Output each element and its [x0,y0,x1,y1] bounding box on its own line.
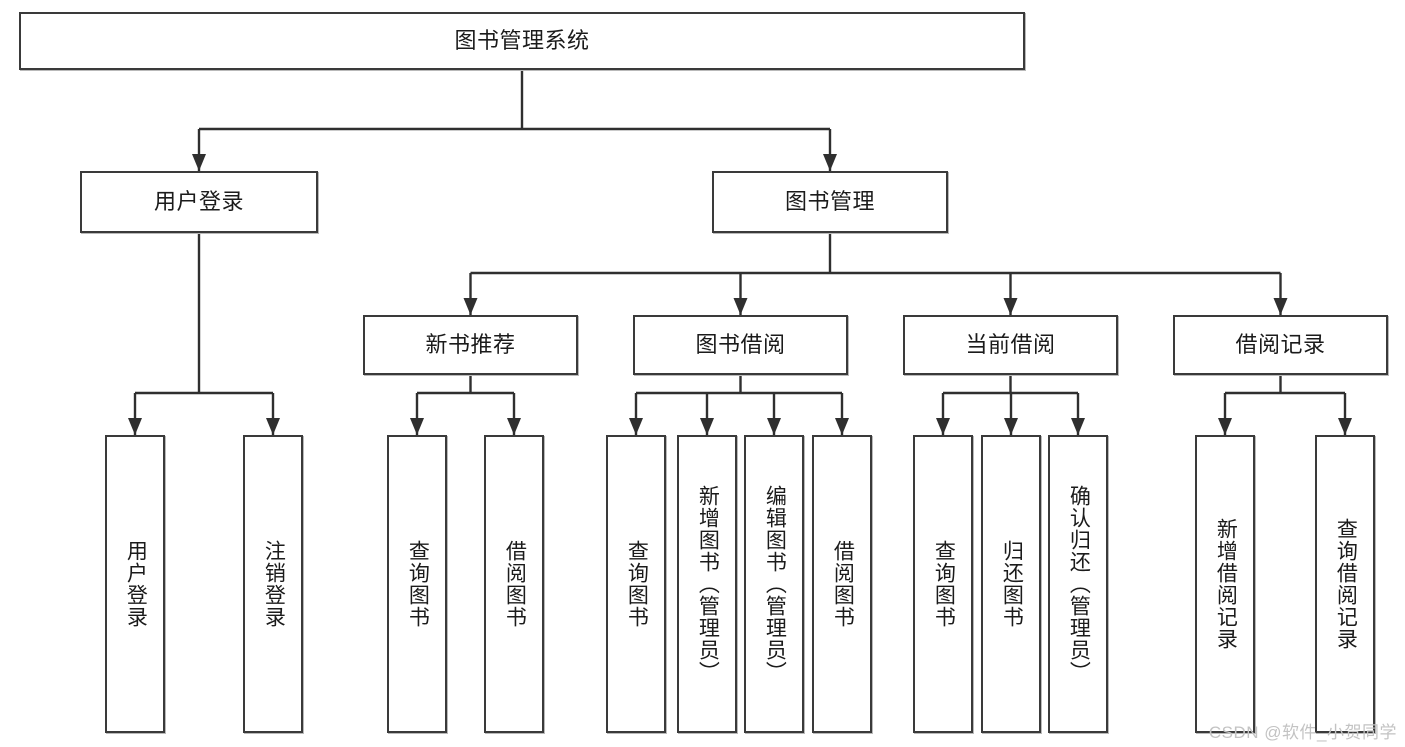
connector-arrowhead [1338,418,1352,435]
connector-arrowhead [1218,418,1232,435]
node-label: 当前借阅 [965,331,1056,357]
node-label: 编辑图书（管理员） [763,485,787,683]
connector-arrowhead [700,418,714,435]
node-label: 确认归还（管理员） [1067,485,1091,683]
connector-arrowhead [128,418,142,435]
node-label: 归还图书 [1000,540,1024,628]
watermark-label: CSDN @软件_小贺同学 [1208,723,1397,742]
node-leaf-user-login[interactable]: 用户登录 [105,435,165,733]
node-label: 查询图书 [625,540,649,628]
node-root-root[interactable]: 图书管理系统 [19,12,1025,70]
node-label: 借阅记录 [1235,331,1326,357]
connector-arrowhead [936,418,950,435]
node-leaf-br-add-record[interactable]: 新增借阅记录 [1195,435,1255,733]
node-label: 新书推荐 [425,331,516,357]
node-label: 用户登录 [153,188,244,214]
node-leaf-cb-return-book[interactable]: 归还图书 [981,435,1041,733]
connector-arrowhead [823,154,837,171]
node-label: 查询图书 [932,540,956,628]
connector-arrowhead [835,418,849,435]
node-borrow-record[interactable]: 借阅记录 [1173,315,1388,375]
node-new-book-rec[interactable]: 新书推荐 [363,315,578,375]
connector-arrowhead [463,298,478,315]
node-label: 借阅图书 [831,540,855,628]
node-leaf-logout[interactable]: 注销登录 [243,435,303,733]
connector-arrowhead [1273,298,1288,315]
node-book-manage[interactable]: 图书管理 [712,171,948,233]
connector-arrowhead [733,298,748,315]
node-leaf-bb-edit-book[interactable]: 编辑图书（管理员） [744,435,804,733]
connector-arrowhead [1071,418,1085,435]
node-label: 新增借阅记录 [1214,518,1238,650]
node-leaf-bb-query-book[interactable]: 查询图书 [606,435,666,733]
node-label: 注销登录 [262,540,286,628]
node-book-borrow[interactable]: 图书借阅 [633,315,848,375]
node-label: 图书管理 [784,188,875,214]
node-user-login[interactable]: 用户登录 [80,171,318,233]
connector-arrowhead [507,418,521,435]
node-label: 新增图书（管理员） [696,485,720,683]
node-label: 查询借阅记录 [1334,518,1358,650]
node-leaf-rec-query-book[interactable]: 查询图书 [387,435,447,733]
connector-arrowhead [767,418,781,435]
connector-arrowhead [410,418,424,435]
connector-arrowhead [192,154,206,171]
connector-arrowhead [266,418,280,435]
node-leaf-br-query-record[interactable]: 查询借阅记录 [1315,435,1375,733]
node-leaf-bb-borrow-book[interactable]: 借阅图书 [812,435,872,733]
node-label: 图书借阅 [695,331,786,357]
node-leaf-cb-confirm-return[interactable]: 确认归还（管理员） [1048,435,1108,733]
node-label: 图书管理系统 [454,27,590,53]
connector-arrowhead [629,418,643,435]
node-label: 查询图书 [406,540,430,628]
node-leaf-rec-borrow-book[interactable]: 借阅图书 [484,435,544,733]
node-label: 借阅图书 [503,540,527,628]
node-label: 用户登录 [124,540,148,628]
connector-arrowhead [1004,418,1018,435]
node-current-borrow[interactable]: 当前借阅 [903,315,1118,375]
node-leaf-cb-query-book[interactable]: 查询图书 [913,435,973,733]
node-leaf-bb-add-book[interactable]: 新增图书（管理员） [677,435,737,733]
connector-arrowhead [1003,298,1018,315]
